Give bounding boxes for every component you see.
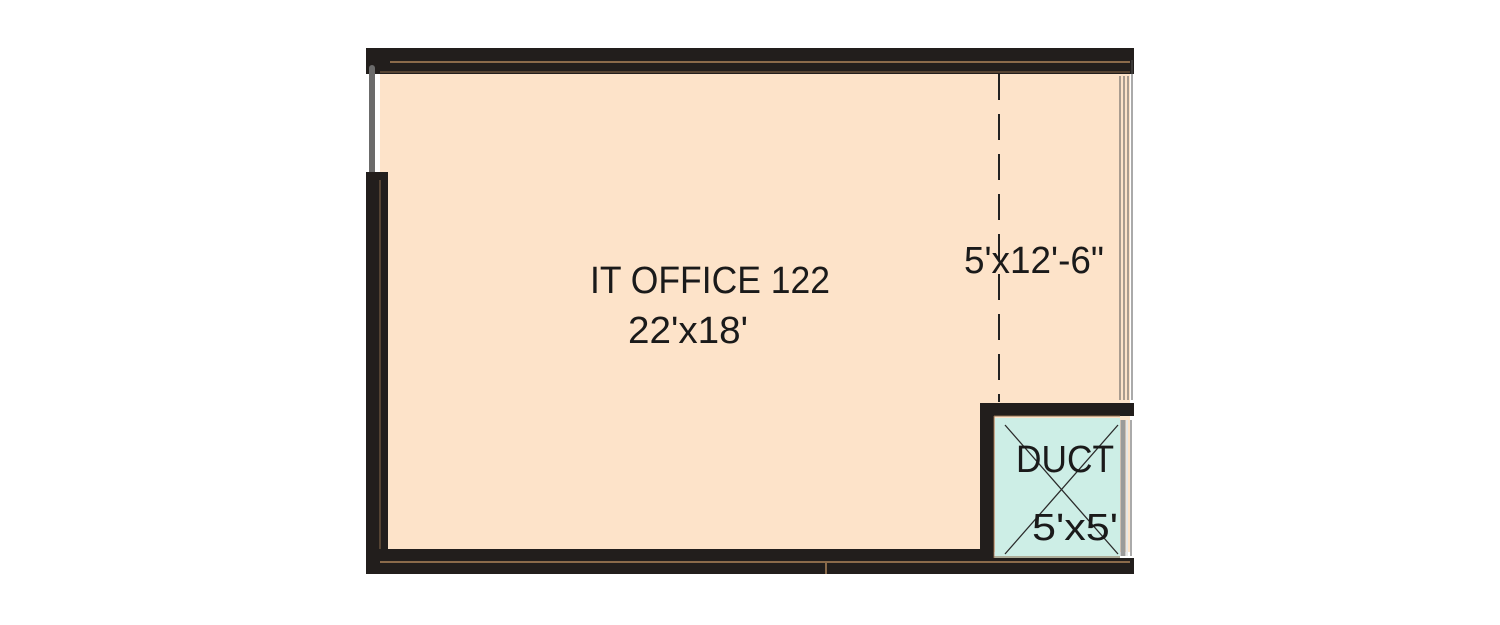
room-name-duct: DUCT bbox=[1016, 439, 1114, 481]
bottom-wall-right bbox=[990, 558, 1134, 574]
room-size-duct: 5'x5' bbox=[1032, 507, 1118, 549]
duct-left-wall bbox=[980, 403, 994, 559]
room-size-it-office: 22'x18' bbox=[628, 310, 748, 352]
duct-floor bbox=[995, 418, 1120, 558]
left-wall-top-stub bbox=[366, 48, 378, 68]
room-size-alcove: 5'x12'-6" bbox=[964, 240, 1104, 282]
duct-cross-line-b bbox=[1004, 424, 1119, 555]
room-name-it-office: IT OFFICE 122 bbox=[590, 260, 830, 302]
duct-top-wall bbox=[980, 403, 1134, 416]
left-wall bbox=[366, 172, 388, 574]
